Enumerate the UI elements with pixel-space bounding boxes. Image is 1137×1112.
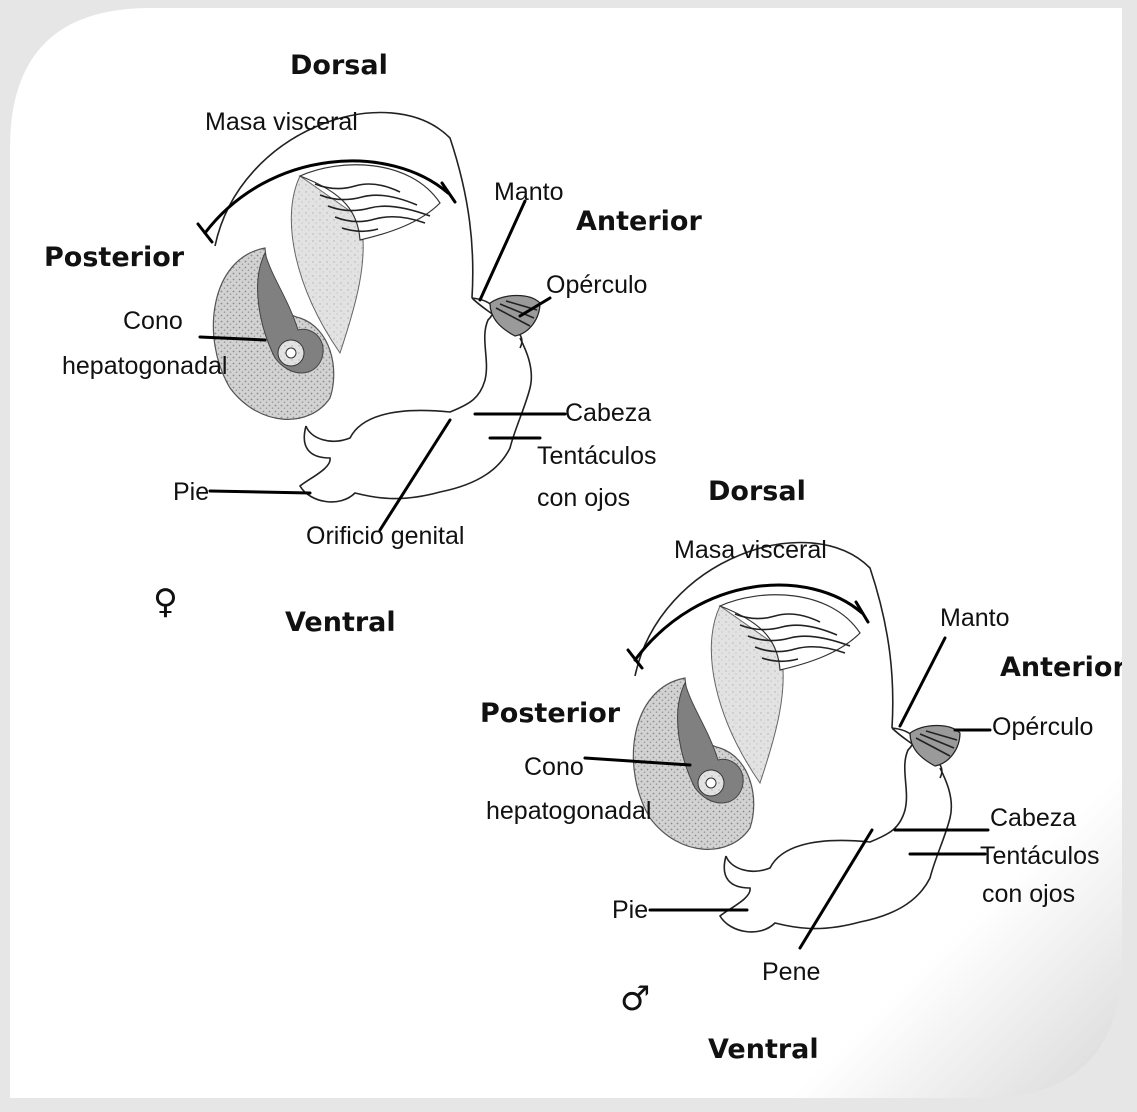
female-pie-pointer <box>210 491 310 493</box>
male-symbol-icon: ♂ <box>620 979 650 1019</box>
male-masa-visceral-label: Masa visceral <box>674 536 827 564</box>
female-manto-label: Manto <box>494 178 563 206</box>
female-orificio-genital-label: Orificio genital <box>306 522 464 550</box>
male-tentaculos-label-line2: con ojos <box>982 880 1075 908</box>
male-manto-label: Manto <box>940 604 1009 632</box>
male-posterior-label: Posterior <box>480 698 621 729</box>
female-ventral-label: Ventral <box>285 607 396 638</box>
female-cabeza-label: Cabeza <box>565 399 651 427</box>
card-background <box>10 8 1122 1098</box>
male-pene-label: Pene <box>762 958 820 986</box>
female-cono-label-line2: hepatogonadal <box>62 352 227 380</box>
female-posterior-label: Posterior <box>44 242 185 273</box>
female-pie-label: Pie <box>173 478 209 506</box>
female-dorsal-label: Dorsal <box>290 50 388 81</box>
male-dorsal-label: Dorsal <box>708 476 806 507</box>
female-symbol-icon: ♀ <box>153 582 178 622</box>
male-ventral-label: Ventral <box>708 1034 819 1065</box>
female-tentaculos-label-line1: Tentáculos <box>537 442 657 470</box>
male-cono-label-line1: Cono <box>524 753 584 781</box>
male-tentaculos-label-line1: Tentáculos <box>980 842 1100 870</box>
male-anterior-label: Anterior <box>1000 652 1122 683</box>
female-masa-visceral-label: Masa visceral <box>205 108 358 136</box>
male-operculo-label: Opérculo <box>992 713 1093 741</box>
snail-anatomy-diagram: Dorsal Masa visceral Manto Anterior Post… <box>10 8 1122 1098</box>
male-cabeza-label: Cabeza <box>990 804 1076 832</box>
diagram-card: Dorsal Masa visceral Manto Anterior Post… <box>10 8 1122 1098</box>
male-cono-label-line2: hepatogonadal <box>486 797 651 825</box>
female-cono-label-line1: Cono <box>123 307 183 335</box>
female-tentaculos-label-line2: con ojos <box>537 484 630 512</box>
female-anterior-label: Anterior <box>576 206 702 237</box>
male-pie-label: Pie <box>612 896 648 924</box>
female-operculo-label: Opérculo <box>546 271 647 299</box>
